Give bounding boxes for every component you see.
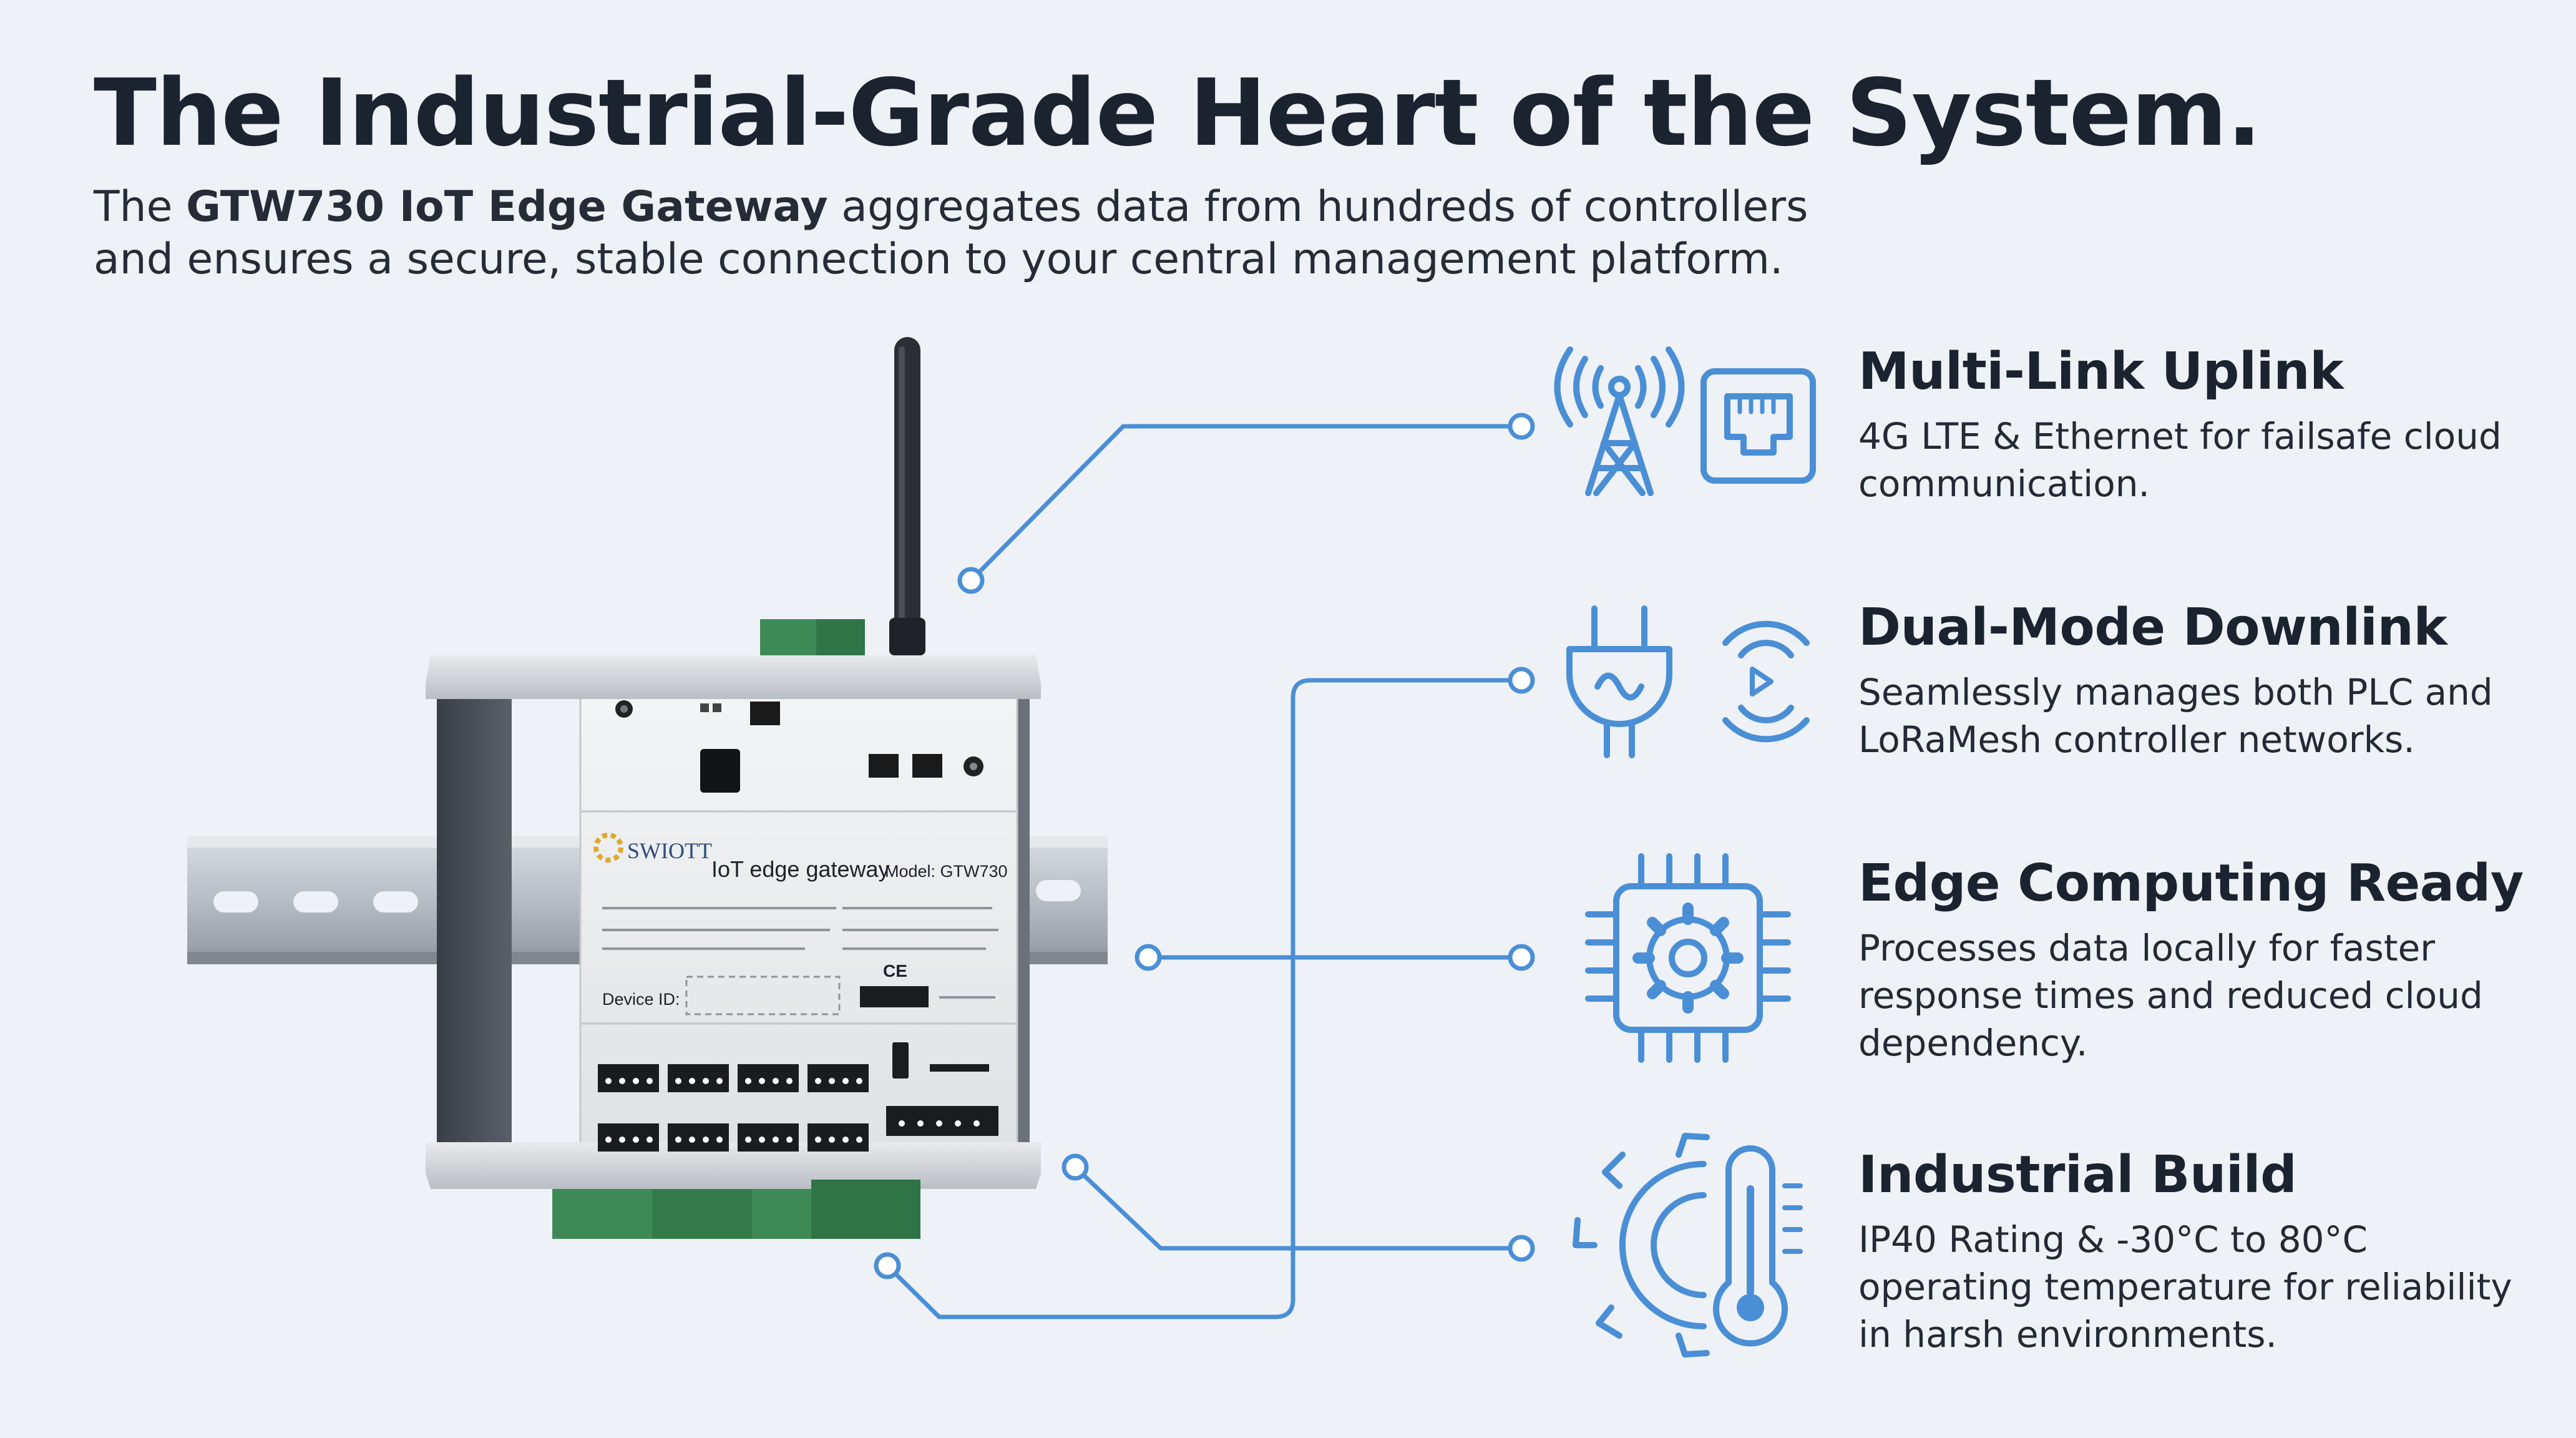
feature-title: Multi-Link Uplink [1858, 342, 2344, 401]
terminal-screws [605, 1078, 980, 1143]
ethernet-port-icon [1700, 368, 1816, 484]
node-edge-feature [1508, 944, 1535, 971]
chip-gear-icon [1585, 853, 1791, 1063]
feature-title: Industrial Build [1858, 1145, 2297, 1205]
device-product: IoT edge gateway [711, 856, 890, 882]
feature-dual-mode-downlink: Dual-Mode Downlink Seamlessly manages bo… [1858, 598, 2545, 763]
power-plug-icon [1566, 605, 1672, 758]
connector-lines [885, 424, 1524, 1319]
feature-title: Dual-Mode Downlink [1858, 598, 2447, 657]
feature-description: Seamlessly manages both PLC and LoRaMesh… [1858, 671, 2493, 761]
gear-thermometer-icon [1573, 1133, 1803, 1357]
node-downlink-device [874, 1252, 901, 1279]
page-title: The Industrial-Grade Heart of the System… [94, 59, 2261, 167]
device-brand: SWIOTT [627, 838, 712, 863]
connector-downlink [885, 678, 1524, 1319]
device-id-label: Device ID: [602, 990, 680, 1009]
node-edge-device [1134, 944, 1162, 971]
feature-description: 4G LTE & Ethernet for failsafe cloud com… [1858, 415, 2502, 505]
subtitle-intro: The [94, 182, 187, 232]
node-uplink-device [957, 567, 985, 594]
node-build-feature [1508, 1235, 1535, 1262]
device-label: SWIOTT IoT edge gateway Model: GTW730 CE… [593, 833, 1008, 1015]
node-uplink-feature [1508, 413, 1535, 440]
gateway-device-image: SWIOTT IoT edge gateway Model: GTW730 CE… [187, 337, 1108, 1239]
subtitle-body: aggregates data from hundreds of control… [94, 182, 1808, 284]
feature-title: Edge Computing Ready [1858, 854, 2524, 913]
feature-multi-link-uplink: Multi-Link Uplink 4G LTE & Ethernet for … [1858, 342, 2545, 507]
device-model: Model: GTW730 [885, 862, 1008, 881]
node-build-device [1061, 1153, 1089, 1181]
connector-nodes [874, 413, 1535, 1279]
cell-tower-icon [1554, 346, 1685, 496]
node-downlink-feature [1508, 667, 1535, 694]
feature-industrial-build: Industrial Build IP40 Rating & -30°C to … [1858, 1145, 2545, 1358]
device-ce-mark: CE [883, 961, 907, 981]
connector-uplink [968, 424, 1524, 583]
feature-edge-computing-ready: Edge Computing Ready Processes data loca… [1858, 854, 2545, 1067]
wireless-signal-icon [1722, 620, 1810, 743]
antenna [889, 337, 925, 655]
subtitle-product-name: GTW730 IoT Edge Gateway [186, 182, 828, 232]
page-subtitle: The GTW730 IoT Edge Gateway aggregates d… [94, 181, 1841, 286]
connector-build [1073, 1165, 1524, 1251]
feature-description: Processes data locally for faster respon… [1858, 927, 2483, 1064]
feature-description: IP40 Rating & -30°C to 80°C operating te… [1858, 1218, 2512, 1356]
